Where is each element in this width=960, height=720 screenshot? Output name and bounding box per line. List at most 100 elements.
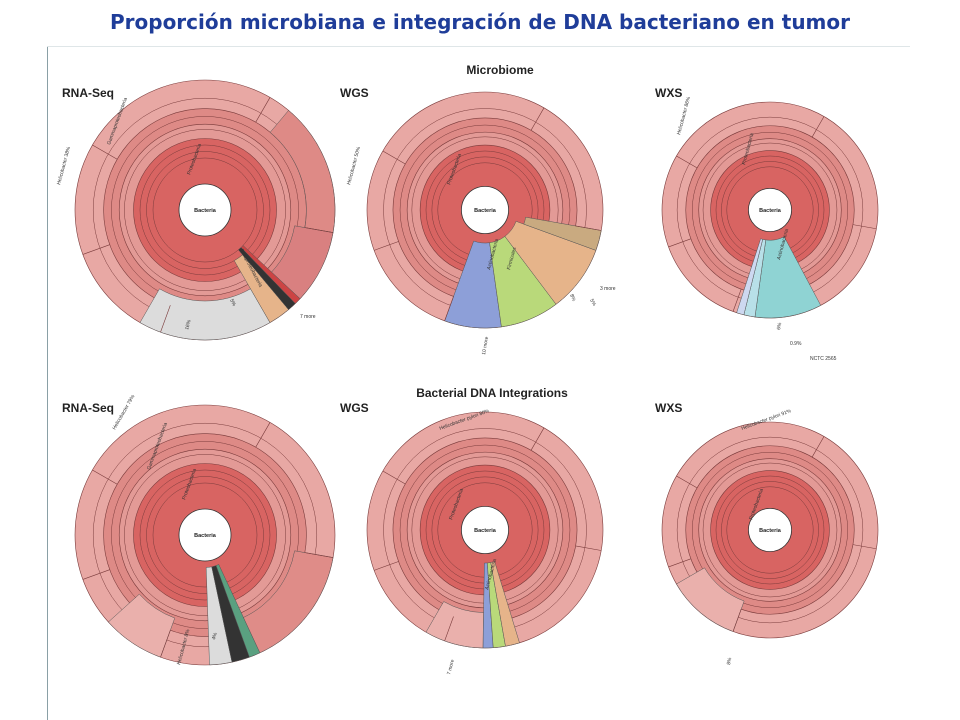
divider-2 <box>160 305 171 333</box>
sector-0 <box>139 288 271 341</box>
slice-label: 5% <box>228 298 237 308</box>
slice-label: 10 more <box>481 336 490 355</box>
ring-line-0 <box>92 422 318 648</box>
ring-line-1 <box>691 451 849 609</box>
divider-0 <box>255 97 271 123</box>
center-label: Bacteria <box>194 208 217 214</box>
ring-line-4 <box>146 151 264 269</box>
divider-3 <box>374 561 399 571</box>
divider-2 <box>444 296 454 321</box>
divider-2 <box>160 630 171 658</box>
divider-0 <box>811 436 825 458</box>
ring-line-1 <box>111 441 299 629</box>
divider-3 <box>82 569 110 580</box>
slice-label: 0.9% <box>790 341 802 347</box>
panel-mb-rnaseq: RNA-SeqBacteriaProteobacteriaGammaproteo… <box>56 79 336 341</box>
panels-group: RNA-SeqBacteriaProteobacteriaGammaproteo… <box>56 79 879 676</box>
sector-3 <box>425 601 484 649</box>
sector-0 <box>205 566 233 666</box>
divider-1 <box>304 227 334 233</box>
divider-4 <box>676 475 698 489</box>
ring-line-5 <box>152 482 258 588</box>
divider-1 <box>575 225 602 231</box>
sector-2 <box>238 247 296 310</box>
divider-3 <box>374 241 399 251</box>
sector-2 <box>504 220 597 305</box>
center-label: Bacteria <box>194 533 217 539</box>
slice-label: Helicobacter 86% <box>676 96 692 136</box>
sector-3 <box>240 245 301 304</box>
divider-4 <box>92 144 118 160</box>
panel-title: WXS <box>655 401 682 415</box>
panel-title: WXS <box>655 86 682 100</box>
ring-line-3 <box>139 144 271 276</box>
sector-2 <box>215 564 261 658</box>
ring-line-4 <box>146 476 264 594</box>
ring-line-2 <box>702 462 838 598</box>
center-label: Bacteria <box>759 208 782 214</box>
center-hole <box>178 183 232 237</box>
panel-int-rnaseq: RNA-SeqBacteriaProteobacteriaHelicobacte… <box>62 394 336 666</box>
divider-3 <box>668 558 691 568</box>
sector-0 <box>444 240 502 329</box>
divider-0 <box>811 116 825 138</box>
divider-0 <box>530 427 545 451</box>
divider-4 <box>676 155 698 169</box>
divider-2 <box>444 616 454 641</box>
left-border-line <box>47 46 48 720</box>
center-hole <box>178 508 232 562</box>
divider-4 <box>92 469 118 485</box>
slice-label: 4% <box>211 631 219 640</box>
divider-1 <box>852 224 877 230</box>
center-label: Bacteria <box>474 208 497 214</box>
panel-title: WGS <box>340 86 369 100</box>
slice-label: Helicobacter 79% <box>112 394 137 431</box>
section-label-microbiome: Microbiome <box>466 63 534 77</box>
slice-label: Helicobacter 38% <box>56 146 72 186</box>
divider-4 <box>382 150 406 165</box>
slice-label: 7 more <box>300 314 316 320</box>
sector-1 <box>211 565 250 663</box>
slice-label: NCTC 2565 <box>810 356 837 362</box>
ring-line-0 <box>676 436 864 624</box>
ring-line-3 <box>139 469 271 601</box>
sector-1 <box>487 562 506 648</box>
panel-title: RNA-Seq <box>62 401 114 415</box>
top-border-line <box>47 46 910 47</box>
sector-5 <box>271 225 334 300</box>
divider-2 <box>732 289 742 312</box>
slice-label: 6% <box>776 322 783 331</box>
slice-label: 3 more <box>600 286 616 292</box>
slice-label: 8% <box>568 293 577 303</box>
slice-label: Firmicutes <box>506 246 518 270</box>
panel-title: WGS <box>340 401 369 415</box>
divider-3 <box>668 238 691 248</box>
divider-4 <box>382 470 406 485</box>
center-label: Bacteria <box>474 528 497 534</box>
center-hole <box>460 185 509 234</box>
ring-line-5 <box>726 486 814 574</box>
divider-1 <box>575 545 602 551</box>
ring-line-3 <box>715 475 825 585</box>
sector-1 <box>489 236 557 328</box>
section-label-integrations: Bacterial DNA Integrations <box>416 386 568 400</box>
divider-0 <box>255 422 271 448</box>
slice-label: 5% <box>588 298 597 308</box>
slice-label: 7 more <box>446 659 456 676</box>
panel-title: RNA-Seq <box>62 86 114 100</box>
sector-3 <box>523 216 602 251</box>
ring-line-2 <box>124 129 286 291</box>
divider-1 <box>852 544 877 550</box>
divider-3 <box>82 244 110 255</box>
divider-0 <box>530 107 545 131</box>
sector-2 <box>490 561 520 647</box>
ring-line-5 <box>152 157 258 263</box>
center-hole <box>460 505 509 554</box>
slice-label: 8% <box>726 657 733 666</box>
sector-1 <box>233 254 289 323</box>
slice-label: 16% <box>184 319 193 331</box>
sector-4 <box>108 593 176 658</box>
